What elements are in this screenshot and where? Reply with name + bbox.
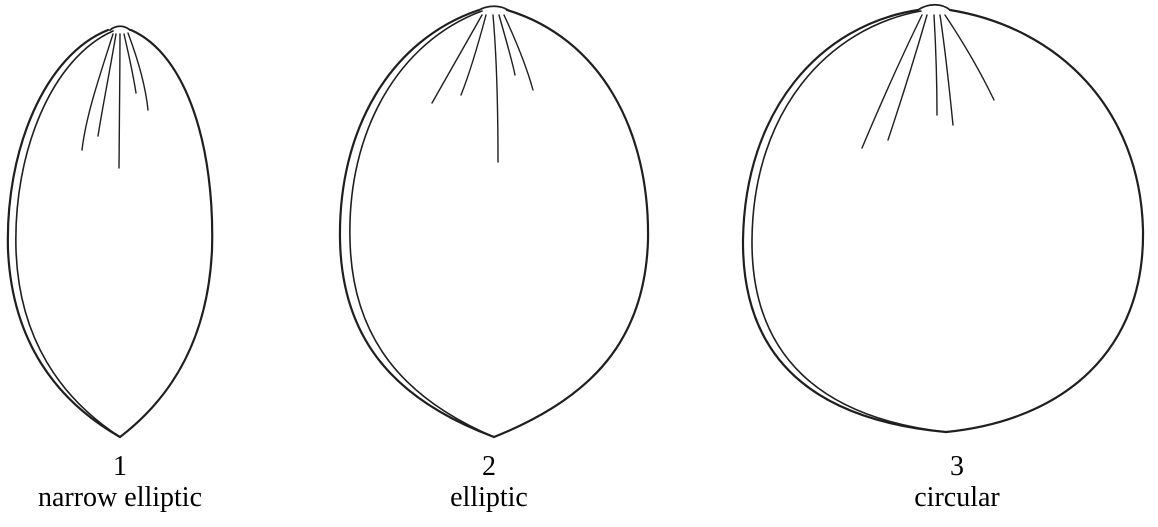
seed-outline-outer (340, 10, 494, 437)
seed-vein (461, 15, 486, 95)
seed-vein (119, 34, 120, 168)
figure-name: narrow elliptic (20, 482, 220, 513)
seed-outline-inner (752, 11, 946, 432)
seed-outline-inner (350, 11, 494, 437)
caption-figure-2: 2 elliptic (389, 451, 589, 513)
seed-vein (128, 33, 148, 110)
seed-vein (940, 15, 953, 125)
seed-vein (888, 15, 927, 140)
figure-name: elliptic (389, 482, 589, 513)
seed-outline-outer (743, 10, 946, 432)
seed-apex (479, 6, 508, 10)
seed-outline-outer (8, 30, 120, 437)
seed-narrow-elliptic (8, 26, 212, 437)
figure-number: 2 (389, 451, 589, 482)
figure-number: 3 (857, 451, 1057, 482)
caption-figure-3: 3 circular (857, 451, 1057, 513)
seed-circular (743, 5, 1143, 432)
seed-apex (110, 26, 130, 30)
seed-vein (499, 15, 515, 75)
seed-apex (918, 5, 950, 10)
seed-vein (124, 34, 136, 93)
figure-number: 1 (20, 451, 220, 482)
seed-outline-right (120, 30, 212, 437)
seed-vein (945, 15, 994, 100)
figure-name: circular (857, 482, 1057, 513)
seed-outline-right (946, 10, 1143, 432)
seed-elliptic (340, 6, 648, 437)
seed-vein (82, 34, 113, 150)
seed-vein (493, 15, 498, 162)
seed-outline-inner (16, 31, 120, 437)
caption-figure-1: 1 narrow elliptic (20, 451, 220, 513)
seed-vein (98, 34, 116, 136)
seed-vein (504, 15, 533, 90)
seed-vein (934, 15, 937, 115)
seed-outline-right (494, 10, 648, 437)
